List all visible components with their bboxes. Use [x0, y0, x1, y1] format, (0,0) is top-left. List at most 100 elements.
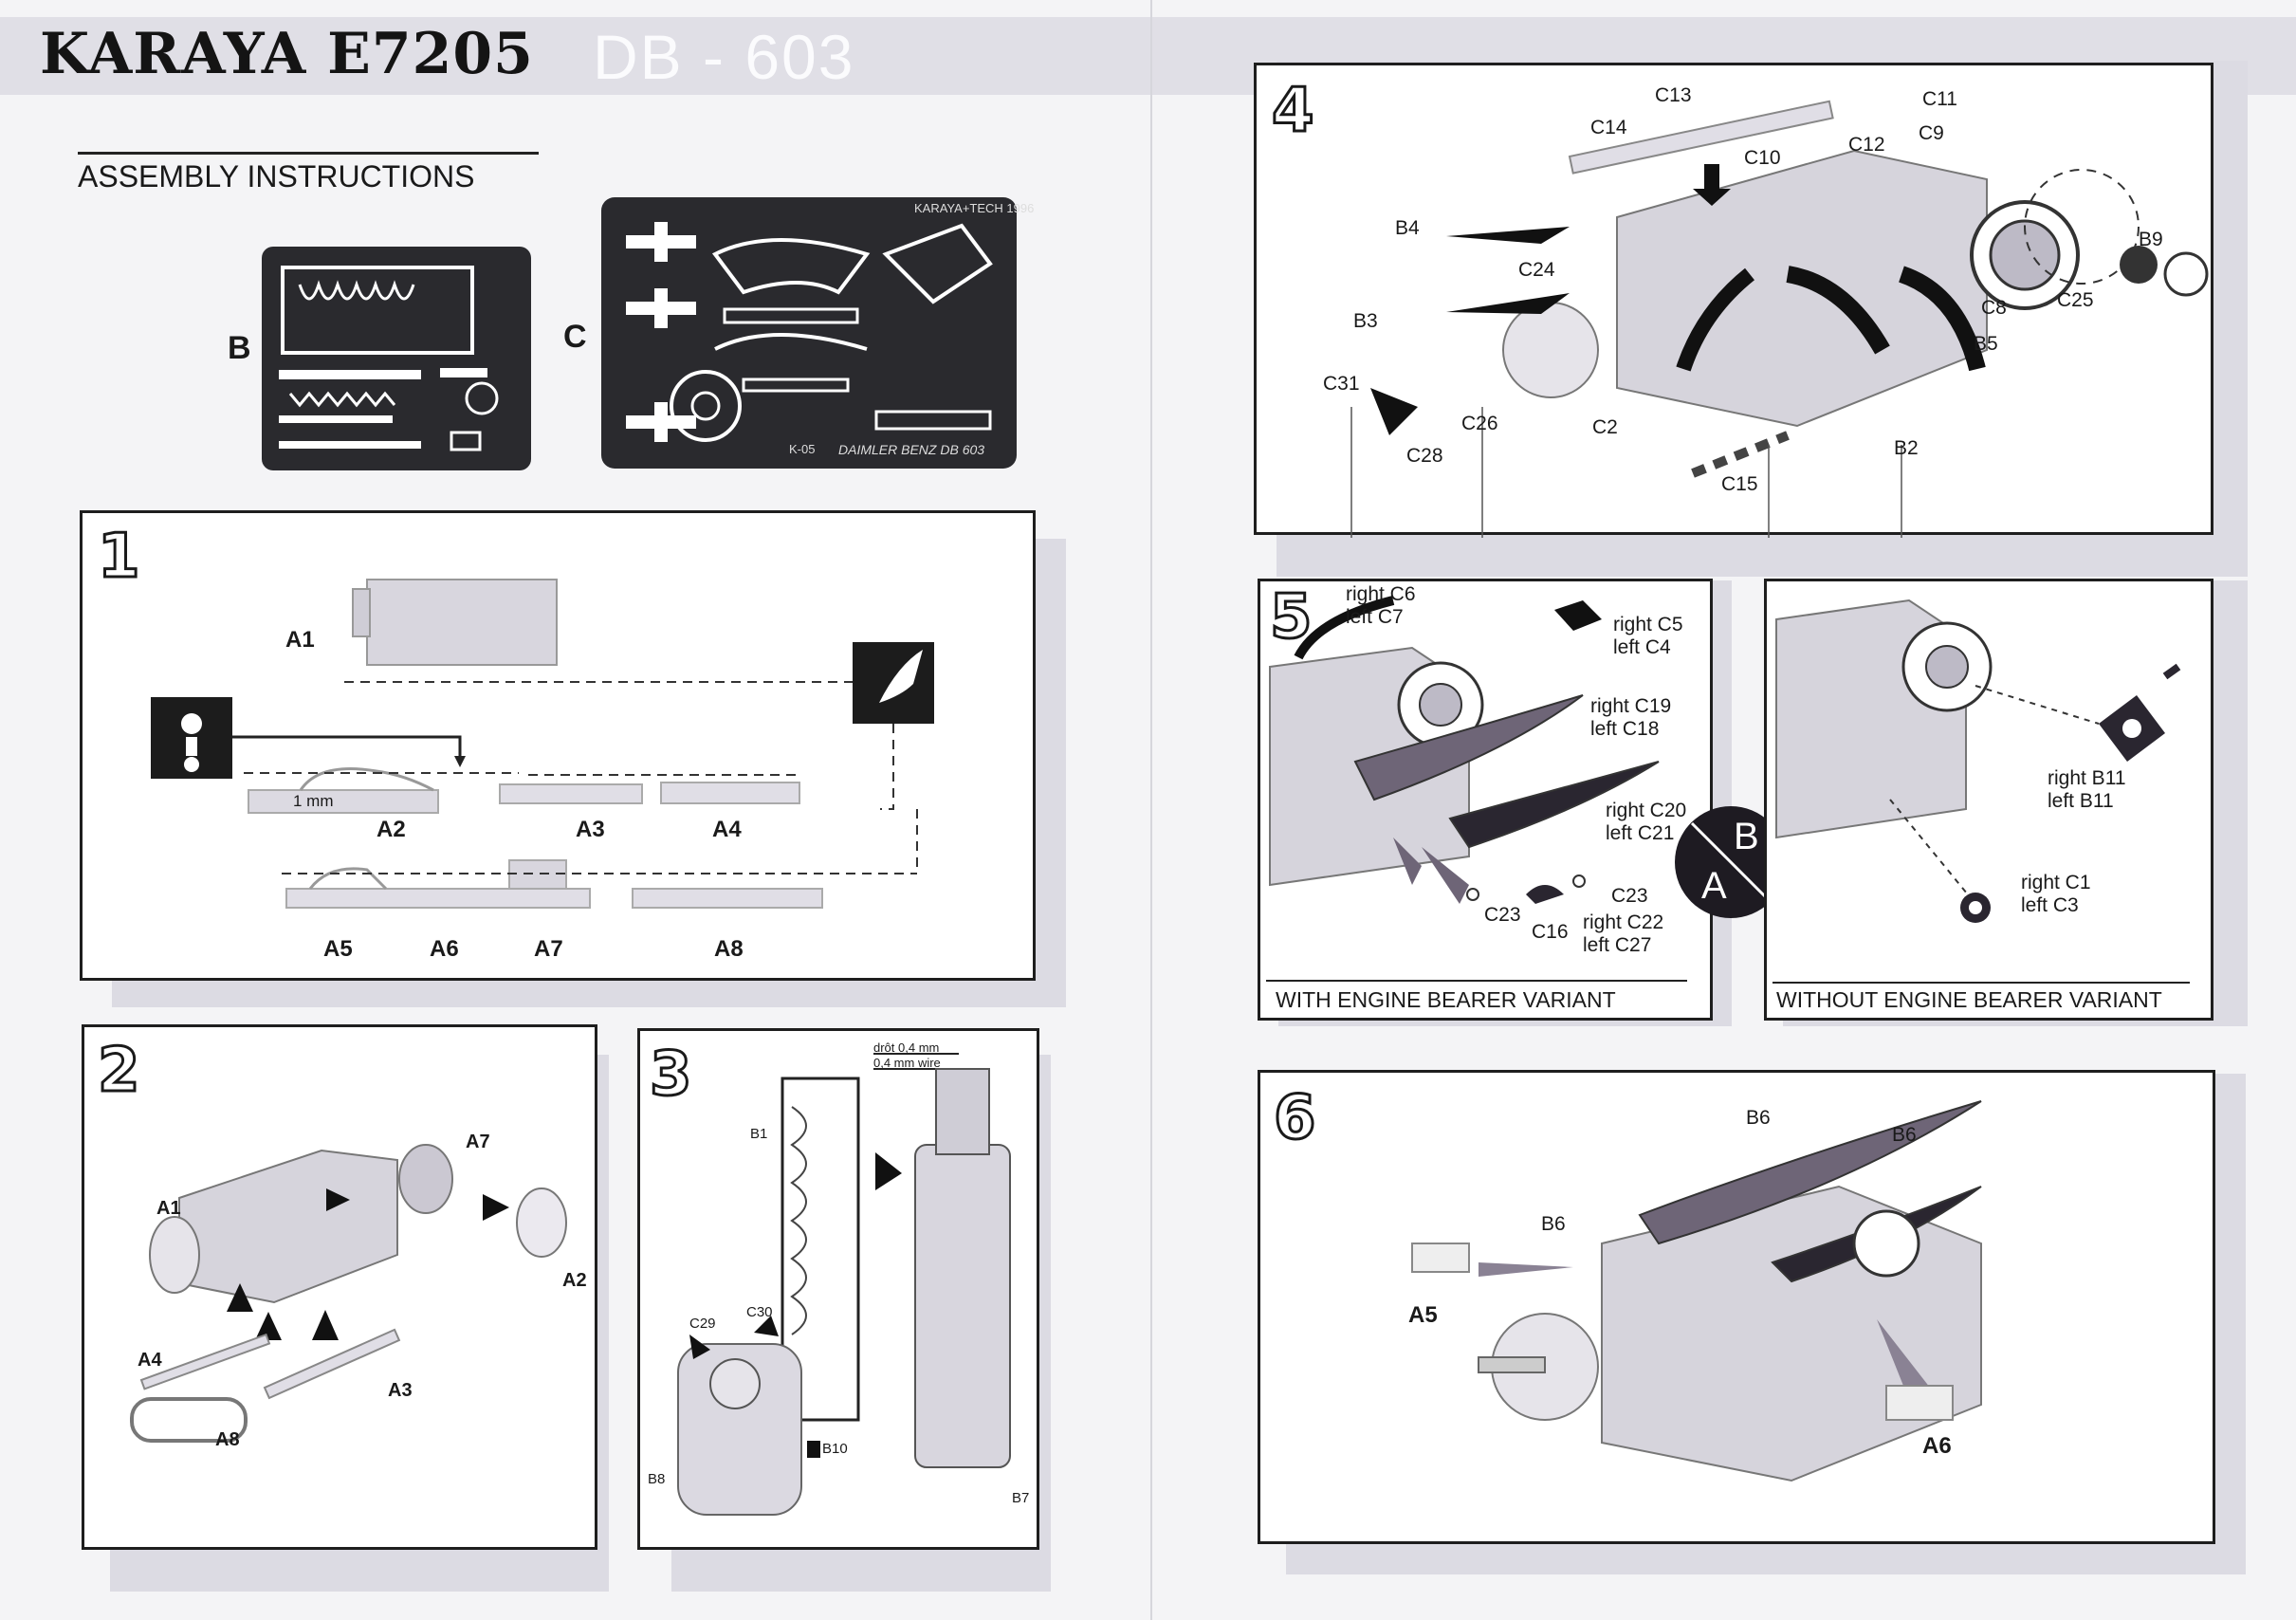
step6-label-a6: A6 [1922, 1433, 1952, 1459]
step1-label-a5: A5 [323, 936, 353, 962]
step5-caption-rule [1266, 980, 1687, 982]
step2-drawing [130, 1144, 567, 1443]
step2-label-a2: A2 [562, 1270, 587, 1291]
step4-label-c12: C12 [1848, 134, 1885, 156]
step4-label-c11: C11 [1922, 88, 1957, 110]
variant-b: B [1734, 816, 1759, 857]
step5b-panel: right B11 left B11 right C1 left C3 WITH… [1764, 579, 2213, 1021]
step5-label-c27: left C27 [1583, 934, 1652, 956]
step6-label-b6-top: B6 [1746, 1107, 1771, 1129]
page-fold [1150, 0, 1152, 1620]
step4-label-c28: C28 [1406, 445, 1443, 467]
step4-number: 4 [1271, 76, 1316, 146]
step5-label-c16: C16 [1532, 921, 1569, 943]
step4-label-c9: C9 [1919, 122, 1944, 144]
variant-a: A [1701, 865, 1727, 907]
step6-label-b6-left: B6 [1541, 1213, 1566, 1235]
step5-label-c19: right C19 [1590, 695, 1672, 717]
fret-c-name: DAIMLER BENZ DB 603 [838, 442, 985, 457]
step5-label-c21: left C21 [1606, 822, 1675, 844]
step1-label-a7: A7 [534, 936, 563, 962]
step5b-label-c1: right C1 [2021, 872, 2091, 893]
step1-number: 1 [97, 522, 142, 592]
step4-panel: 4 C13 C11 C14 C10 C12 C9 B4 C24 B9 C8 C2… [1254, 63, 2213, 538]
step1-drawing [151, 579, 934, 909]
step5-label-c7: left C7 [1346, 606, 1404, 628]
step1-label-a8: A8 [714, 936, 744, 962]
step5-label-c23b: C23 [1484, 904, 1521, 926]
step2-number: 2 [97, 1036, 142, 1106]
step5-caption: WITH ENGINE BEARER VARIANT [1276, 987, 1616, 1012]
step5b-caption-rule [1773, 982, 2190, 984]
step4-label-c15: C15 [1721, 473, 1758, 495]
step5-label-c20: right C20 [1606, 800, 1687, 821]
step5-label-c4: left C4 [1613, 636, 1671, 658]
step5b-label-c3: left C3 [2021, 894, 2079, 916]
step5-label-c5: right C5 [1613, 614, 1683, 635]
step2-label-a4: A4 [138, 1350, 162, 1371]
step5-label-c23a: C23 [1611, 885, 1648, 907]
step5-label-c22: right C22 [1583, 911, 1664, 933]
step1-label-a2: A2 [377, 817, 406, 842]
fret-c-parts [626, 222, 993, 442]
step4-label-c14: C14 [1590, 117, 1627, 138]
step3-label-b7: B7 [1012, 1490, 1030, 1506]
step3-label-b1: B1 [750, 1126, 768, 1142]
step6-number: 6 [1273, 1083, 1318, 1153]
model-title: DB - 603 [593, 22, 855, 92]
step2-label-a1: A1 [156, 1198, 181, 1219]
variant-divider [1690, 821, 1772, 903]
step6-label-b6-right: B6 [1892, 1124, 1917, 1146]
step4-label-b5: B5 [1974, 333, 1998, 355]
step6-panel: 6 B6 B6 B6 A5 A6 [1258, 1070, 2215, 1544]
fret-c-label: C [563, 319, 587, 355]
fret-c: KARAYA+TECH 1996 K-05 DAIMLER BENZ DB 60… [601, 197, 1034, 469]
step6-label-a5: A5 [1408, 1302, 1438, 1328]
step6-drawing [1411, 1100, 1982, 1482]
step1-dimension: 1 mm [293, 792, 334, 810]
step4-label-c25: C25 [2057, 289, 2094, 311]
fret-c-code: K-05 [789, 442, 816, 456]
step3-note-1: drôt 0,4 mm [873, 1040, 940, 1055]
step5-label-c6: right C6 [1346, 583, 1416, 605]
fret-c-tech: KARAYA+TECH 1996 [914, 201, 1035, 215]
step4-label-c2: C2 [1592, 416, 1618, 438]
step3-label-c30: C30 [746, 1304, 773, 1320]
step1-label-a6: A6 [430, 936, 459, 962]
step3-label-b8: B8 [648, 1471, 666, 1487]
step4-drawing [1350, 100, 2209, 538]
step2-label-a8: A8 [215, 1429, 240, 1450]
step3-note-2: 0,4 mm wire [873, 1056, 941, 1070]
step1-label-a1: A1 [285, 627, 315, 653]
step4-label-c31: C31 [1323, 373, 1360, 395]
fret-b-label: B [228, 330, 251, 366]
step5-panel: 5 right C6 left C7 right C5 left C4 righ… [1258, 579, 1713, 1021]
step2-label-a3: A3 [388, 1380, 413, 1401]
step4-label-c10: C10 [1744, 147, 1781, 169]
step3-label-b10: B10 [822, 1441, 848, 1457]
step4-label-b2: B2 [1894, 437, 1919, 459]
fret-b [262, 247, 531, 470]
step1-panel: 1 1 mm A1 A2 A3 A4 A5 A6 A7 A8 [80, 510, 1036, 981]
step4-label-c8: C8 [1981, 297, 2007, 319]
step4-label-b9: B9 [2139, 229, 2163, 250]
step4-label-b4: B4 [1395, 217, 1420, 239]
step5b-label-b11-left: left B11 [2048, 790, 2114, 812]
subtitle-rule [78, 152, 539, 155]
step2-label-a7: A7 [466, 1132, 490, 1152]
step1-label-a3: A3 [576, 817, 605, 842]
step5-drawing [1269, 596, 1660, 904]
step4-label-c26: C26 [1461, 413, 1498, 434]
step3-number: 3 [649, 1040, 694, 1110]
fret-b-parts [279, 266, 499, 451]
step1-label-a4: A4 [712, 817, 742, 842]
step5b-caption: WITHOUT ENGINE BEARER VARIANT [1776, 987, 2162, 1012]
step4-label-b3: B3 [1353, 310, 1378, 332]
step3-label-c29: C29 [689, 1316, 716, 1332]
subtitle: ASSEMBLY INSTRUCTIONS [78, 159, 475, 193]
step4-label-c13: C13 [1655, 84, 1692, 106]
step4-label-c24: C24 [1518, 259, 1555, 281]
step5b-label-b11-right: right B11 [2048, 767, 2126, 789]
step3-drawing [677, 1053, 1011, 1516]
step3-panel: 3 drôt 0,4 mm 0,4 mm wire B1 C29 C30 B10… [637, 1028, 1039, 1550]
